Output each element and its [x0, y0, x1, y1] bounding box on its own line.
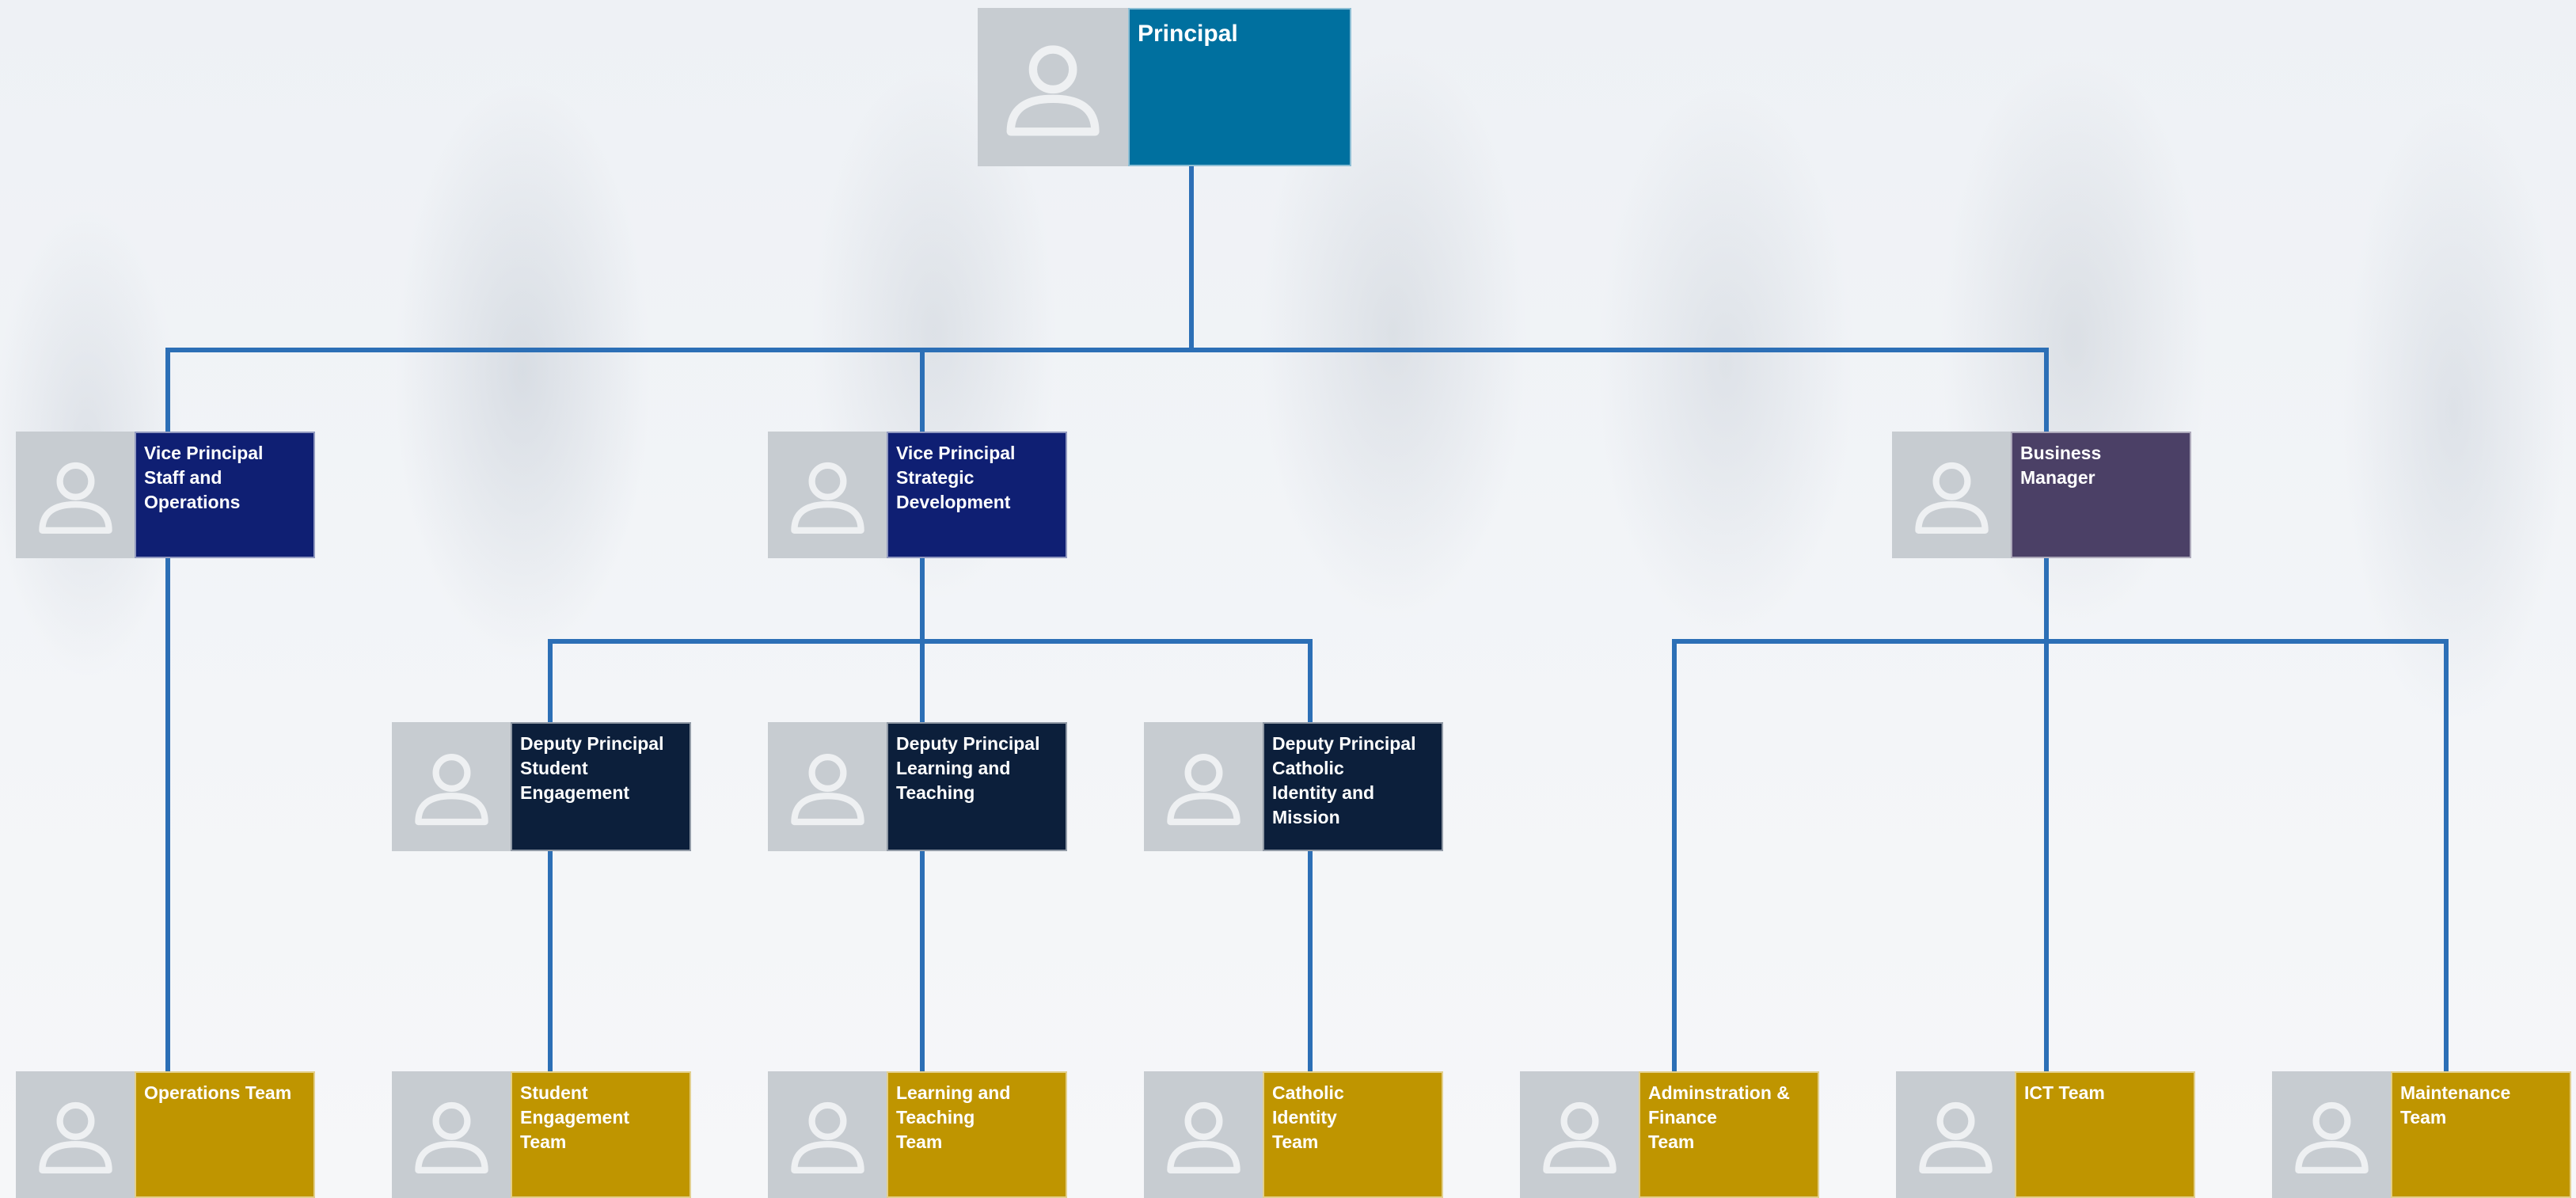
person-icon — [16, 1071, 135, 1198]
node-title: Business Manager — [2011, 432, 2191, 558]
node-title: Adminstration & Finance Team — [1639, 1071, 1819, 1198]
node-title: Deputy Principal Catholic Identity and M… — [1263, 722, 1443, 851]
principal-node[interactable]: Principal — [978, 8, 1351, 166]
administration-finance-team-node[interactable]: Adminstration & Finance Team — [1520, 1071, 1819, 1198]
node-title: Student Engagement Team — [511, 1071, 691, 1198]
operations-team-node[interactable]: Operations Team — [16, 1071, 315, 1198]
vp-staff-operations-node[interactable]: Vice Principal Staff and Operations — [16, 432, 315, 558]
node-title: Catholic Identity Team — [1263, 1071, 1443, 1198]
node-title: Principal — [1128, 8, 1351, 166]
person-icon — [1896, 1071, 2015, 1198]
dp-student-engagement-node[interactable]: Deputy Principal Student Engagement — [392, 722, 691, 851]
node-title: Operations Team — [135, 1071, 315, 1198]
dp-learning-teaching-node[interactable]: Deputy Principal Learning and Teaching — [768, 722, 1067, 851]
person-icon — [768, 1071, 887, 1198]
ict-team-node[interactable]: ICT Team — [1896, 1071, 2195, 1198]
node-title: Vice Principal Strategic Development — [887, 432, 1067, 558]
node-title: Deputy Principal Student Engagement — [511, 722, 691, 851]
vp-strategic-development-node[interactable]: Vice Principal Strategic Development — [768, 432, 1067, 558]
person-icon — [768, 722, 887, 851]
learning-teaching-team-node[interactable]: Learning and Teaching Team — [768, 1071, 1067, 1198]
person-icon — [1520, 1071, 1639, 1198]
business-manager-node[interactable]: Business Manager — [1892, 432, 2191, 558]
node-title: Learning and Teaching Team — [887, 1071, 1067, 1198]
person-icon — [768, 432, 887, 558]
node-title: Vice Principal Staff and Operations — [135, 432, 315, 558]
maintenance-team-node[interactable]: Maintenance Team — [2272, 1071, 2571, 1198]
person-icon — [2272, 1071, 2391, 1198]
node-title: ICT Team — [2015, 1071, 2195, 1198]
person-icon — [392, 722, 511, 851]
person-icon — [1144, 722, 1263, 851]
node-title: Maintenance Team — [2391, 1071, 2571, 1198]
node-title: Deputy Principal Learning and Teaching — [887, 722, 1067, 851]
person-icon — [1144, 1071, 1263, 1198]
catholic-identity-team-node[interactable]: Catholic Identity Team — [1144, 1071, 1443, 1198]
person-icon — [392, 1071, 511, 1198]
dp-catholic-identity-node[interactable]: Deputy Principal Catholic Identity and M… — [1144, 722, 1443, 851]
person-icon — [978, 8, 1128, 166]
person-icon — [16, 432, 135, 558]
person-icon — [1892, 432, 2011, 558]
student-engagement-team-node[interactable]: Student Engagement Team — [392, 1071, 691, 1198]
